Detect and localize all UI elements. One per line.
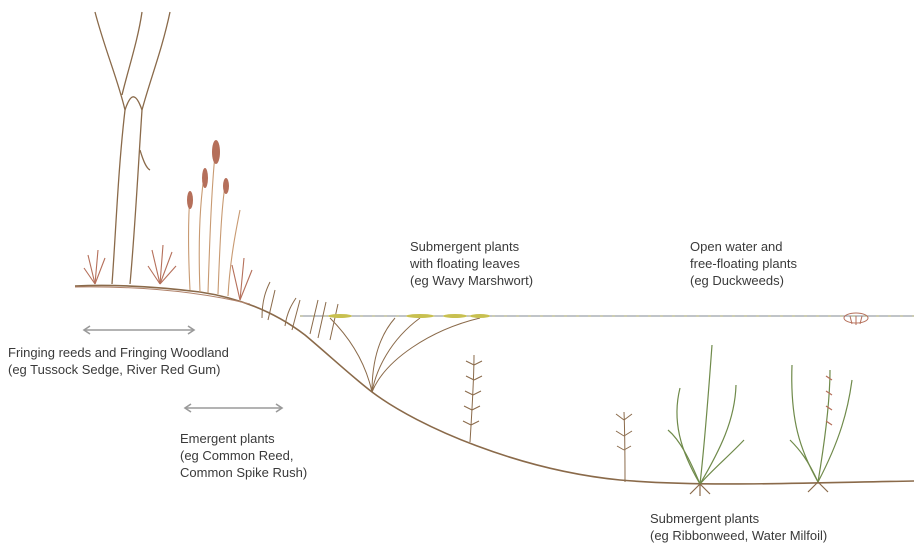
submergent-floating-label-line1: Submergent plants (410, 238, 533, 255)
fringing-label: Fringing reeds and Fringing Woodland (eg… (8, 344, 229, 378)
submergent-floating-label-line3: (eg Wavy Marshwort) (410, 272, 533, 289)
emergent-label-line1: Emergent plants (180, 430, 307, 447)
duckweed-plant (844, 313, 868, 325)
ribbonweed-plant (668, 345, 744, 496)
small-submergent-plant (616, 412, 632, 482)
submergent-floating-label: Submergent plants with floating leaves (… (410, 238, 533, 289)
open-water-label-line2: free-floating plants (690, 255, 797, 272)
submergent-label-line2: (eg Ribbonweed, Water Milfoil) (650, 527, 827, 544)
fringing-label-line2: (eg Tussock Sedge, River Red Gum) (8, 361, 229, 378)
submergent-label-line1: Submergent plants (650, 510, 827, 527)
emergent-label-line2: (eg Common Reed, (180, 447, 307, 464)
submergent-label: Submergent plants (eg Ribbonweed, Water … (650, 510, 827, 544)
fringing-zone-arrow (84, 326, 194, 334)
submergent-floating-label-line2: with floating leaves (410, 255, 533, 272)
emergent-zone-arrow (185, 404, 282, 412)
emergent-label: Emergent plants (eg Common Reed, Common … (180, 430, 307, 481)
open-water-label: Open water and free-floating plants (eg … (690, 238, 797, 289)
wavy-marshwort-plant (328, 314, 490, 392)
common-reed-plants (187, 140, 240, 296)
fringing-label-line1: Fringing reeds and Fringing Woodland (8, 344, 229, 361)
water-milfoil-plant (463, 355, 482, 442)
open-water-label-line1: Open water and (690, 238, 797, 255)
emergent-label-line3: Common Spike Rush) (180, 464, 307, 481)
open-water-label-line3: (eg Duckweeds) (690, 272, 797, 289)
ribbonweed-plant-2 (790, 365, 852, 492)
tussock-sedge-plants (84, 245, 252, 300)
river-red-gum-tree (95, 12, 170, 284)
